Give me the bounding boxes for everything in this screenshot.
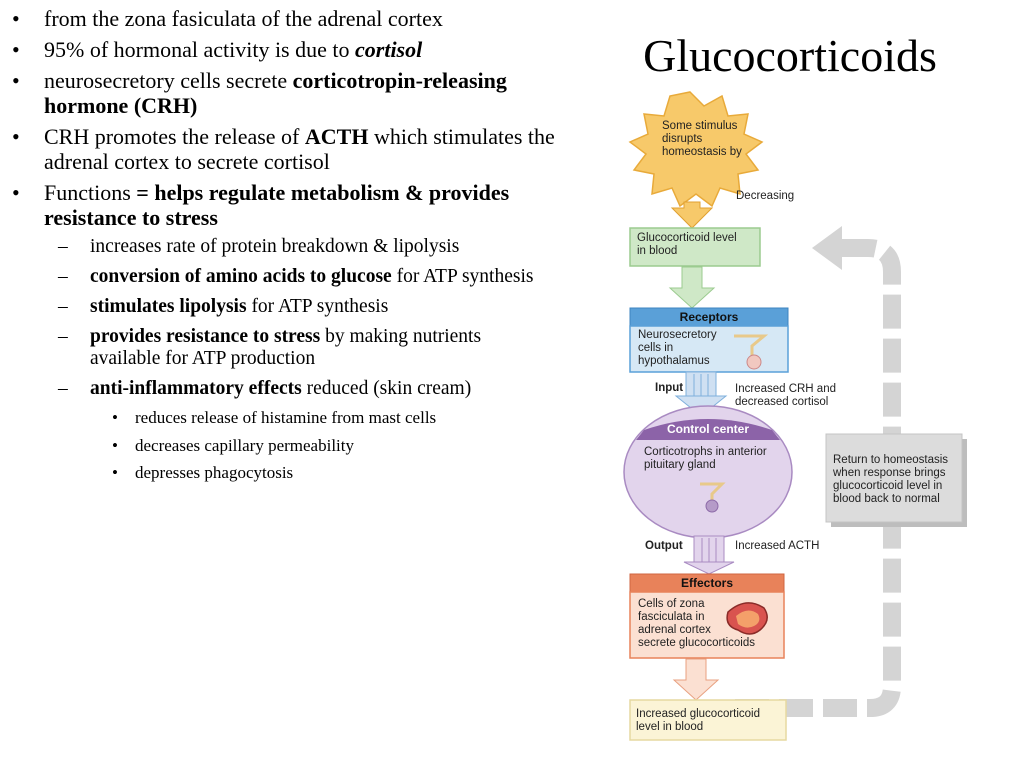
dash-marker: – bbox=[58, 296, 68, 317]
bullet-text: from the zona fasiculata of the adrenal … bbox=[44, 6, 443, 31]
neuron-icon bbox=[734, 334, 769, 358]
sub-bullet-text: increases rate of protein breakdown & li… bbox=[90, 236, 460, 257]
sub-bullet-item: – stimulates lipolysis for ATP synthesis bbox=[8, 296, 556, 318]
sub-bullet-bold: provides resistance to stress bbox=[90, 326, 321, 347]
bullet-text: neurosecretory cells secrete bbox=[44, 68, 293, 93]
bullet-marker: • bbox=[12, 37, 20, 62]
bullet-text: CRH promotes the release of bbox=[44, 124, 305, 149]
sub-sub-bullet-item: • decreases capillary permeability bbox=[8, 436, 556, 456]
receptors-header: Receptors bbox=[679, 310, 739, 324]
bullet-text: Functions bbox=[44, 180, 137, 205]
output-text: Increased ACTH bbox=[735, 540, 820, 552]
input-label: Input bbox=[655, 382, 684, 394]
receptors-box bbox=[629, 325, 789, 373]
sub-bullet-text: for ATP synthesis bbox=[391, 266, 534, 287]
return-text: Return to homeostasis when response brin… bbox=[833, 454, 949, 505]
effectors-header: Effectors bbox=[680, 576, 733, 590]
output-label: Output bbox=[645, 540, 683, 552]
bullet-bold: = helps regulate metabolism & provides r… bbox=[44, 180, 510, 230]
sub-sub-bullet-text: reduces release of histamine from mast c… bbox=[135, 408, 437, 427]
response-text: Increased glucocorticoid level in blood bbox=[636, 708, 761, 733]
sub-bullet-bold: anti-inflammatory effects bbox=[90, 378, 302, 399]
sub-bullet-bold: stimulates lipolysis bbox=[90, 296, 247, 317]
green-arrow bbox=[668, 266, 716, 309]
sub-sub-bullet-text: decreases capillary permeability bbox=[135, 435, 354, 455]
stimulus-text: Some stimulus disrupts homeostasis by bbox=[662, 120, 742, 158]
bullet-list: • from the zona fasiculata of the adrena… bbox=[8, 6, 556, 491]
sub-bullet-item: – anti-inflammatory effects reduced (ski… bbox=[8, 378, 556, 400]
bullet-marker: • bbox=[12, 6, 20, 31]
return-box bbox=[825, 433, 963, 523]
dash-marker: – bbox=[58, 266, 68, 287]
stimulus-starburst bbox=[628, 91, 764, 208]
stimulus-arrow bbox=[670, 201, 714, 229]
bullet-marker: • bbox=[12, 180, 20, 205]
sub-bullet-item: – increases rate of protein breakdown & … bbox=[8, 236, 556, 258]
bullet-item: • CRH promotes the release of ACTH which… bbox=[8, 124, 556, 174]
bullet-item: • 95% of hormonal activity is due to cor… bbox=[8, 37, 556, 62]
receptors-text: Neurosecretory cells in hypothalamus bbox=[638, 329, 717, 367]
sub-sub-bullet-item: • depresses phagocytosis bbox=[8, 463, 556, 483]
decreasing-label: Decreasing bbox=[736, 190, 795, 202]
sub-bullet-text: reduced (skin cream) bbox=[301, 378, 472, 399]
controlled-condition-box bbox=[629, 227, 761, 267]
bullet-marker: • bbox=[12, 68, 20, 93]
control-center-header bbox=[636, 419, 780, 440]
sub-sub-bullet-item: • reduces release of histamine from mast… bbox=[8, 408, 556, 428]
dash-marker: – bbox=[58, 326, 68, 347]
sub-sub-bullet-text: depresses phagocytosis bbox=[135, 463, 294, 482]
input-text: Increased CRH and decreased cortisol bbox=[735, 383, 836, 408]
bullet-item: • neurosecretory cells secrete corticotr… bbox=[8, 68, 556, 118]
sub-bullet-text: for ATP synthesis bbox=[246, 296, 389, 317]
bullet-marker: • bbox=[112, 463, 118, 482]
dash-marker: – bbox=[58, 236, 68, 257]
bullet-marker: • bbox=[112, 435, 118, 455]
diagram-graphics bbox=[623, 91, 967, 741]
return-arrowhead bbox=[812, 226, 842, 270]
bullet-emphasis: cortisol bbox=[355, 37, 423, 62]
control-center-header-text: Control center bbox=[666, 422, 749, 436]
bullet-text: 95% of hormonal activity is due to bbox=[44, 37, 355, 62]
effectors-arrow bbox=[672, 658, 720, 701]
bullet-item: • Functions = helps regulate metabolism … bbox=[8, 180, 556, 230]
sub-bullet-bold: conversion of amino acids to glucose bbox=[90, 266, 392, 287]
bullet-bold: corticotropin-releasing hormone (CRH) bbox=[44, 68, 507, 118]
control-center-text: Corticotrophs in anterior pituitary glan… bbox=[644, 446, 767, 471]
bullet-bold: ACTH bbox=[304, 124, 369, 149]
dash-marker: – bbox=[58, 378, 68, 399]
pituitary-icon bbox=[700, 482, 726, 502]
response-box bbox=[629, 699, 787, 741]
bullet-marker: • bbox=[12, 124, 20, 149]
feedback-loop-diagram: Some stimulus disrupts homeostasis by De… bbox=[600, 90, 1000, 760]
bullet-text: which stimulates the adrenal cortex to s… bbox=[44, 124, 555, 174]
slide-title: Glucocorticoids bbox=[643, 30, 937, 81]
sub-bullet-item: – conversion of amino acids to glucose f… bbox=[8, 266, 556, 288]
bullet-item: • from the zona fasiculata of the adrena… bbox=[8, 6, 556, 31]
controlled-condition-text: Glucocorticoid level in blood bbox=[637, 232, 737, 257]
output-arrow bbox=[683, 535, 735, 575]
bullet-marker: • bbox=[112, 408, 118, 427]
effectors-text: Cells of zona fasciculata in adrenal cor… bbox=[638, 598, 755, 649]
sub-bullet-text: by making nutrients available for ATP pr… bbox=[90, 326, 482, 369]
sub-bullet-item: – provides resistance to stress by makin… bbox=[8, 326, 556, 370]
